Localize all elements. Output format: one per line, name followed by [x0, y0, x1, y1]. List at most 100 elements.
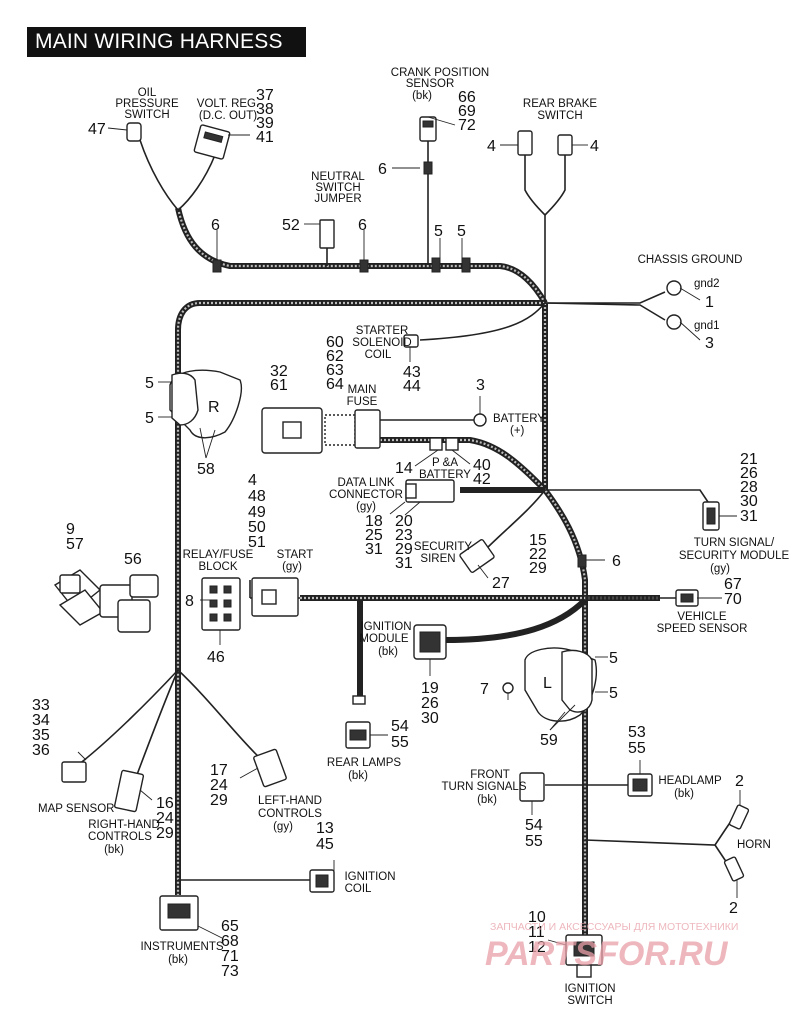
callout-horn-top: 2 — [735, 773, 744, 790]
callout-data-link-mid-3: 29 — [395, 541, 413, 558]
pa-battery-connector — [429, 437, 459, 451]
vss-label-2: SPEED SENSOR — [657, 623, 748, 635]
callout-relay-46: 46 — [207, 649, 225, 666]
harness-clips — [212, 161, 587, 568]
rear-lamps-label-2: (bk) — [348, 770, 368, 782]
callout-headlamp-1: 53 — [628, 724, 646, 741]
chassis-ground-label: CHASSIS GROUND — [638, 254, 743, 266]
switch-r-letter: R — [208, 399, 220, 416]
callout-rear-brake-left: 4 — [487, 138, 496, 155]
callout-starter-1: 60 — [326, 334, 344, 351]
pa-battery-label-1: P &A — [432, 457, 458, 469]
component-labels: OIL PRESSURE SWITCH VOLT. REG. (D.C. OUT… — [38, 67, 789, 1007]
callout-oil: 47 — [88, 121, 106, 138]
oil-pressure-switch-label-3: SWITCH — [124, 109, 169, 121]
callout-left-hand-1: 17 — [210, 762, 228, 779]
oil-pressure-switch — [126, 122, 142, 142]
callout-ign-switch-1: 10 — [528, 909, 546, 926]
security-siren-connector — [459, 539, 495, 573]
callout-turn-module-2: 26 — [740, 465, 758, 482]
main-fuse-label-2: FUSE — [347, 396, 378, 408]
callout-crank-2: 69 — [458, 103, 476, 120]
ignition-module-connector — [413, 624, 447, 660]
ign-coil-label-1: IGNITION — [344, 871, 395, 883]
callout-left-switch-5b: 5 — [609, 685, 618, 702]
instruments-connector — [159, 895, 199, 931]
right-switch-housing — [169, 369, 242, 439]
right-hand-label-1: RIGHT-HAND — [88, 819, 160, 831]
callout-siren-2: 22 — [529, 546, 547, 563]
crank-sensor-label-3: (bk) — [412, 90, 432, 102]
callout-left-switch-5a: 5 — [609, 650, 618, 667]
callout-pa-42: 42 — [473, 471, 491, 488]
oil-pressure-switch-label-1: OIL — [138, 87, 157, 99]
siren-label-1: SECURITY — [414, 541, 472, 553]
horn-label: HORN — [737, 839, 771, 851]
callout-fuse-2: 61 — [270, 377, 288, 394]
map-sensor-label: MAP SENSOR — [38, 803, 114, 815]
callout-pa-40: 40 — [473, 457, 491, 474]
pa-battery-label-2: BATTERY — [419, 469, 471, 481]
starter-solenoid-connector — [403, 334, 419, 348]
front-turn-label-1: FRONT — [470, 769, 510, 781]
callout-right-hand-1: 16 — [156, 795, 174, 812]
left-hand-label-1: LEFT-HAND — [258, 795, 322, 807]
data-link-label-2: CONNECTOR — [329, 489, 403, 501]
callout-fuse-1: 32 — [270, 363, 288, 380]
crank-sensor-label-2: SENSOR — [406, 78, 455, 90]
callout-gnd2: 1 — [705, 294, 714, 311]
callout-instruments-4: 73 — [221, 963, 239, 980]
siren-label-2: SIREN — [420, 553, 455, 565]
ignition-coil-connector — [309, 869, 335, 893]
start-label-2: (gy) — [282, 561, 302, 573]
main-fuse-label-1: MAIN — [348, 384, 377, 396]
neutral-switch-jumper — [319, 219, 335, 249]
callout-siren-1: 15 — [529, 532, 547, 549]
callout-ign-coil-2: 45 — [316, 836, 334, 853]
callout-left-hand-3: 29 — [210, 792, 228, 809]
callout-harness-6: 6 — [211, 217, 220, 234]
callout-crank-1: 66 — [458, 89, 476, 106]
callout-neutral-6: 6 — [358, 217, 367, 234]
callout-ign-module-3: 30 — [421, 710, 439, 727]
front-turn-label-2: TURN SIGNALS — [442, 781, 527, 793]
callout-pa-14: 14 — [395, 460, 413, 477]
map-sensor-connector — [61, 761, 87, 783]
ign-module-label-1: IGNITION — [360, 621, 411, 633]
callout-front-turn-1: 54 — [525, 817, 543, 834]
crank-sensor-label-1: CRANK POSITION — [391, 67, 489, 79]
turn-module-label-2: SECURITY MODULE — [679, 550, 790, 562]
headlamp-label-2: (bk) — [674, 788, 694, 800]
turn-module-label-3: (gy) — [710, 563, 730, 575]
data-link-label-3: (gy) — [356, 501, 376, 513]
callout-right-hand-2: 24 — [156, 810, 174, 827]
callout-data-link-3: 31 — [365, 541, 383, 558]
left-hand-label-2: CONTROLS — [258, 808, 322, 820]
callout-ign-switch-3: 12 — [528, 939, 546, 956]
instruments-label-2: (bk) — [168, 954, 188, 966]
horn-terminals — [723, 804, 750, 882]
callout-instruments-3: 71 — [221, 948, 239, 965]
start-relay — [251, 577, 299, 617]
ign-coil-label-2: COIL — [345, 883, 372, 895]
callout-instruments-1: 65 — [221, 918, 239, 935]
callout-rear-lamps-2: 55 — [391, 734, 409, 751]
callout-instruments-2: 68 — [221, 933, 239, 950]
callout-siren-3: 29 — [529, 560, 547, 577]
starter-label-2: SOLENOID — [352, 337, 411, 349]
callout-right-switch-5b: 5 — [145, 410, 154, 427]
callout-data-link-2: 25 — [365, 527, 383, 544]
callout-starter-3: 43 — [403, 364, 421, 381]
callout-map-2: 34 — [32, 712, 50, 729]
callout-turn-module-1: 21 — [740, 451, 758, 468]
left-hand-controls-connector — [253, 748, 287, 788]
watermark-text-top: ЗАПЧАСТИ И АКСЕССУАРЫ ДЛЯ МОТОТЕХНИКИ — [490, 921, 738, 933]
loose-plugs-left — [53, 569, 105, 626]
callout-neutral: 52 — [282, 217, 300, 234]
start-label-1: START — [277, 549, 314, 561]
headlamp-label-1: HEADLAMP — [658, 775, 722, 787]
volt-reg-connector — [193, 124, 231, 160]
relay-block-label-1: RELAY/FUSE — [183, 549, 254, 561]
callout-starter-2: 62 — [326, 348, 344, 365]
